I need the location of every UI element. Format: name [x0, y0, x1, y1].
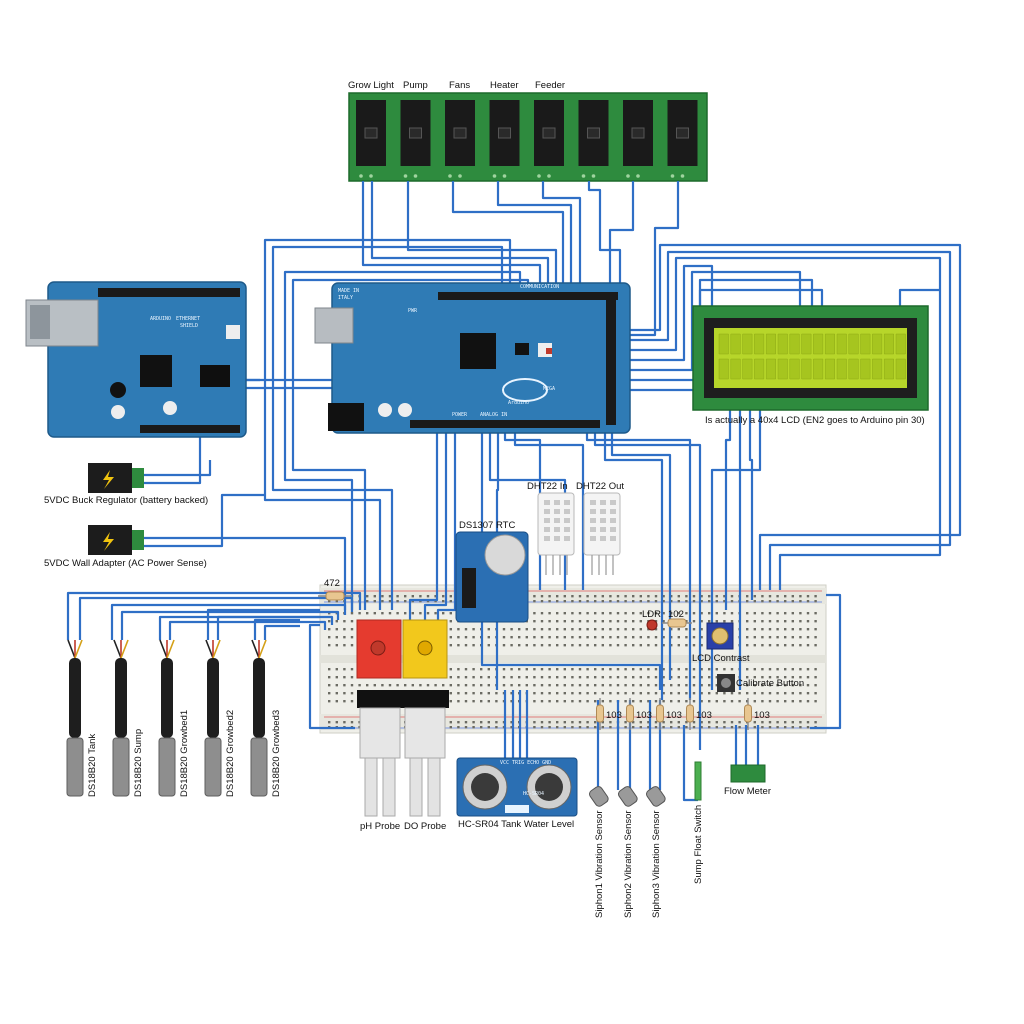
relay-5	[534, 100, 564, 178]
relay-label-fans: Fans	[449, 80, 470, 91]
relay-4	[489, 100, 520, 178]
sonar-chip-text: HC-SR04	[523, 791, 544, 797]
resistor-102-label: 102	[668, 609, 684, 620]
ds18b20-label: DS18B20 Growbed2	[225, 710, 236, 797]
lcd-note: Is actually a 40x4 LCD (EN2 goes to Ardu…	[705, 415, 925, 426]
dht-vent-grid	[544, 500, 570, 541]
do-probe-label: DO Probe	[404, 821, 446, 832]
calibrate-button-label: Calibrate Button	[736, 678, 804, 689]
resistor-103-label: 103	[636, 710, 652, 721]
do-module	[402, 619, 449, 817]
resistor-103-label: 103	[696, 710, 712, 721]
resistor-103: 103	[626, 698, 652, 730]
relay-1	[356, 100, 386, 178]
eth-shield-text: SHIELD	[180, 323, 198, 329]
lightning-icon	[103, 532, 114, 551]
dht22-in	[537, 492, 575, 575]
vibration-sensor-label: Siphon2 Vibration Sensor	[623, 810, 634, 918]
ph-probe-label: pH Probe	[360, 821, 400, 832]
arduino-mega: MADE IN ITALY PWR Arduino MEGA POWER ANA…	[314, 282, 631, 434]
mega-italy-text: ITALY	[338, 295, 353, 301]
relay-label-heater: Heater	[490, 80, 519, 91]
vibration-sensor: Siphon1 Vibration Sensor	[588, 786, 609, 918]
temperature-sensors: DS18B20 Tank DS18B20 Sump DS18B20 Growbed1…	[66, 639, 282, 797]
ds18b20-label: DS18B20 Growbed3	[271, 710, 282, 797]
resistor-103: 103	[686, 698, 712, 730]
lcd-contrast-label: LCD Contrast	[692, 653, 750, 664]
eth-brand-text: ARDUINO	[150, 316, 171, 322]
mega-power-text: POWER	[452, 412, 468, 418]
float-switch	[694, 761, 702, 801]
relay-3	[445, 100, 475, 178]
flow-meter	[730, 764, 766, 783]
buck-regulator-label: 5VDC Buck Regulator (battery backed)	[44, 495, 208, 506]
resistor-472	[318, 591, 352, 601]
flow-meter-label: Flow Meter	[724, 786, 771, 797]
ds18b20-sensor: DS18B20 Growbed1	[158, 639, 190, 797]
ds18b20-sensor: DS18B20 Growbed3	[250, 639, 282, 797]
resistor-103: 103	[596, 698, 622, 730]
ds18b20-label: DS18B20 Growbed1	[179, 710, 190, 797]
sonar-label: HC-SR04 Tank Water Level	[458, 819, 574, 830]
vibration-sensor-label: Siphon3 Vibration Sensor	[651, 810, 662, 918]
relay-label-feeder: Feeder	[535, 80, 565, 91]
relay-label-grow-light: Grow Light	[348, 80, 394, 91]
vibration-sensors: Siphon1 Vibration Sensor Siphon2 Vibratio…	[588, 786, 666, 918]
lightning-icon	[103, 470, 114, 489]
dht-vent-grid	[590, 500, 616, 541]
buck-regulator-jack	[88, 463, 144, 493]
hc-sr04: HC-SR04 VCC TRIG ECHO GND	[456, 757, 578, 817]
resistor-103-label: 103	[754, 710, 770, 721]
vibration-sensor-label: Siphon1 Vibration Sensor	[594, 810, 605, 918]
resistor-103: 103	[744, 698, 770, 730]
dht22-out-label: DHT22 Out	[576, 481, 624, 492]
resistor-103: 103	[656, 698, 682, 730]
mega-comm-text: COMMUNICATION	[520, 284, 559, 290]
breadboard-holes	[328, 595, 817, 729]
lcd-contrast-pot	[706, 622, 734, 650]
calibrate-button	[717, 674, 735, 692]
ds18b20-sensor: DS18B20 Tank	[66, 639, 98, 797]
mega-model-text: MEGA	[543, 386, 555, 392]
ds18b20-sensor: DS18B20 Growbed2	[204, 639, 236, 797]
resistors-103: 103 103 103 103 103	[596, 698, 770, 730]
resistor-103-label: 103	[606, 710, 622, 721]
ds18b20-label: DS18B20 Tank	[87, 734, 98, 797]
resistor-103-label: 103	[666, 710, 682, 721]
ds18b20-sensor: DS18B20 Sump	[112, 639, 144, 797]
relay-2	[400, 100, 431, 178]
sonar-pins-text: VCC TRIG ECHO GND	[500, 760, 551, 766]
mega-analog-text: ANALOG IN	[480, 412, 507, 418]
wall-adapter-label: 5VDC Wall Adapter (AC Power Sense)	[44, 558, 207, 569]
ds18b20-label: DS18B20 Sump	[133, 729, 144, 797]
relay-module	[348, 92, 708, 182]
rtc-module	[455, 531, 529, 623]
vibration-sensor: Siphon2 Vibration Sensor	[617, 786, 638, 918]
ldr	[646, 619, 658, 631]
rtc-label: DS1307 RTC	[459, 520, 515, 531]
wall-adapter-jack	[88, 525, 144, 555]
float-switch-label: Sump Float Switch	[693, 805, 704, 884]
mega-brand-text: Arduino	[508, 400, 529, 406]
eth-model-text: ETHERNET	[176, 316, 200, 322]
lcd-display	[692, 305, 929, 411]
relay-7	[623, 100, 653, 178]
ph-module	[356, 619, 403, 817]
relay-6	[578, 100, 609, 178]
resistor-102	[662, 618, 692, 628]
relay-label-pump: Pump	[403, 80, 428, 91]
dht22-out	[583, 492, 621, 575]
ldr-label: LDR	[642, 609, 661, 620]
mega-pwr-text: PWR	[408, 308, 418, 314]
vibration-sensor: Siphon3 Vibration Sensor	[645, 786, 666, 918]
ethernet-shield: ARDUINO ETHERNET SHIELD	[25, 281, 247, 438]
relay-8	[667, 100, 698, 178]
lcd-character-cells	[718, 333, 906, 380]
mega-made-in-text: MADE IN	[338, 288, 359, 294]
resistor-472-label: 472	[324, 578, 340, 589]
dht22-in-label: DHT22 In	[527, 481, 568, 492]
